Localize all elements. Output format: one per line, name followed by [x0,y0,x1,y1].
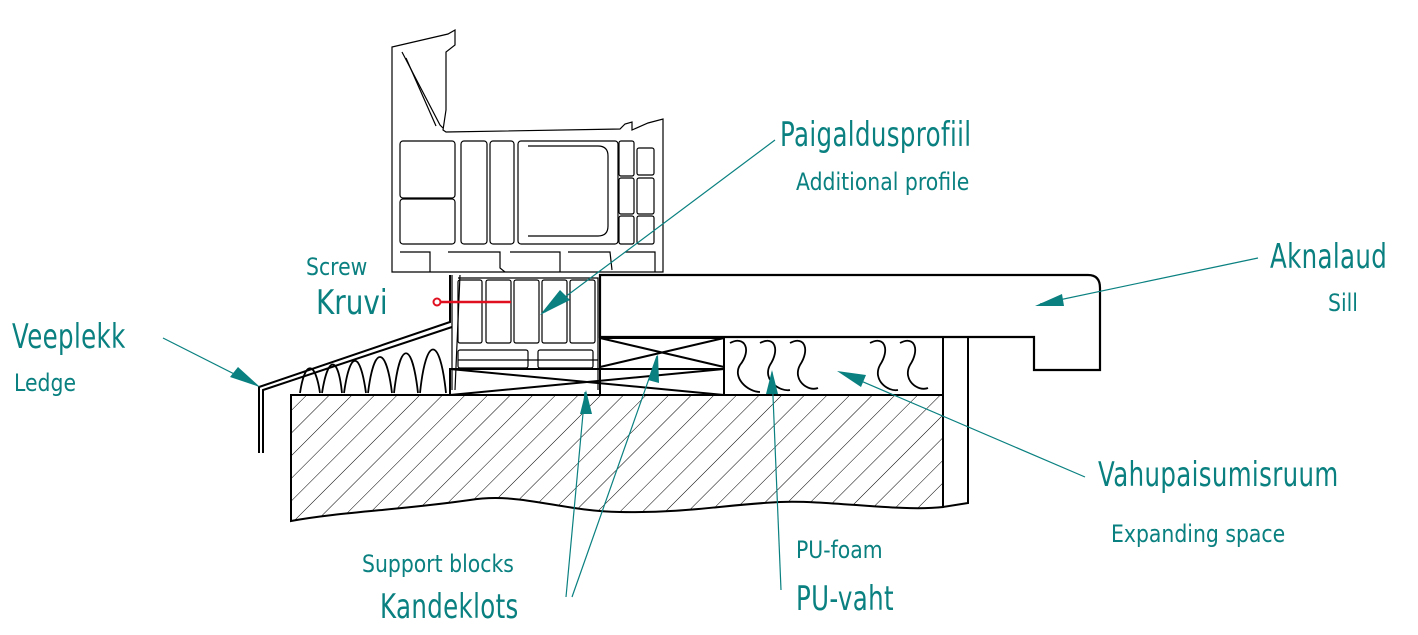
window-frame-profile [391,28,664,391]
label-paigaldusprofiil: Paigaldusprofiil [780,115,972,155]
label-expanding-space: Expanding space [1111,520,1286,548]
ledge [258,275,453,453]
label-pu-vaht: PU-vaht [796,579,894,619]
masonry-wall [290,337,969,523]
label-aknalaud: Aknalaud [1270,237,1388,277]
label-sill: Sill [1328,289,1358,317]
label-screw: Screw [306,253,368,281]
leader-lines [162,139,1259,598]
label-kruvi: Kruvi [316,283,388,323]
label-veeplekk: Veeplekk [12,317,126,357]
label-support-blocks: Support blocks [362,550,514,578]
label-vahupaisumisruum: Vahupaisumisruum [1098,455,1339,495]
pu-foam [299,340,929,394]
screw [432,297,511,307]
support-blocks [449,337,725,396]
label-pu-foam: PU-foam [796,536,883,564]
window-sill [598,273,1102,372]
label-additional-profile: Additional profile [796,168,970,196]
label-ledge: Ledge [14,369,77,397]
label-kandeklots: Kandeklots [380,587,519,627]
